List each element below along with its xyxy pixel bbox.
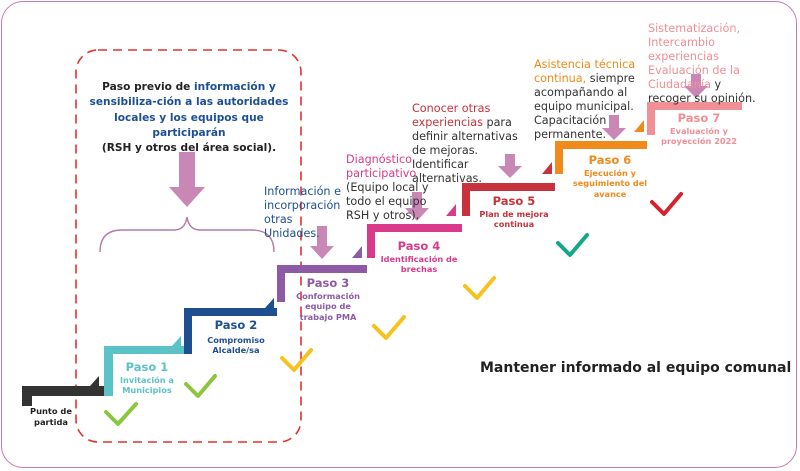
corner-marker-icon [172, 336, 181, 346]
step-2-name: Paso 2 [214, 318, 258, 332]
step-7-desc: Evaluación y proyección 2022 [660, 125, 738, 147]
step-3-arrow-icon [310, 226, 334, 259]
intro-arrow-icon [169, 152, 205, 207]
step-5-note: Conocer otras experiencias para definir … [412, 102, 524, 186]
step-4-note-highlight: Diagnóstico participativo [346, 153, 417, 180]
step-6-note-highlight: Asistencia técnica continua, [534, 58, 636, 85]
step-1-label: Paso 1 Invitación a Municipios [114, 360, 180, 396]
step-1-stair [104, 346, 184, 396]
step-6-arrow-icon [602, 115, 626, 140]
step-4-note-rest: (Equipo local y todo el equipo RSH y otr… [346, 181, 429, 222]
step-5-note-highlight: Conocer otras experiencias [412, 102, 491, 129]
step-5-label: Paso 5 Plan de mejora continua [474, 194, 554, 230]
step-5-desc: Plan de mejora continua [479, 208, 549, 230]
start-label: Punto de partida [29, 406, 72, 427]
step-3-stair [277, 265, 367, 302]
step-2-desc: Compromiso Alcalde/sa [207, 334, 265, 356]
curly-brace [99, 216, 275, 253]
step-3-name: Paso 3 [306, 276, 350, 290]
step-5-name: Paso 5 [492, 194, 536, 208]
preliminary-region [75, 49, 302, 443]
corner-marker-icon [634, 120, 644, 132]
check-icon [280, 348, 313, 372]
step-4-stair [367, 224, 462, 258]
step-5-note-rest: para definir alternativas de mejoras. Id… [412, 116, 518, 185]
corner-marker-icon [352, 246, 362, 258]
check-icon [650, 192, 683, 216]
step-1-desc: Invitación a Municipios [120, 374, 174, 396]
step-6-note: Asistencia técnica continua, siempre aco… [534, 58, 652, 142]
check-icon [184, 374, 217, 398]
step-6-desc: Ejecución y seguimiento del avance [572, 167, 648, 200]
step-4-label: Paso 4 Identificación de brechas [378, 239, 460, 275]
step-7-note-highlight: Sistematización, Intercambio experiencia… [648, 22, 741, 91]
intro-prefix: Paso previo de [102, 81, 195, 93]
step-7-name: Paso 7 [677, 111, 721, 125]
step-4-desc: Identificación de brechas [380, 253, 458, 275]
step-2-stair [184, 308, 277, 354]
check-icon [463, 276, 496, 300]
step-3-label: Paso 3 Conformación equipo de trabajo PM… [290, 276, 366, 323]
step-3-note: Información e incorporación otras Unidad… [264, 185, 341, 240]
step-4-note: Diagnóstico participativo (Equipo local … [346, 153, 442, 223]
step-7-note-rest: y recoger su opinión. [648, 78, 756, 105]
corner-marker-icon [265, 298, 274, 308]
step-6-stair [555, 141, 647, 174]
check-icon [372, 315, 406, 340]
start-step [22, 386, 104, 406]
step-7-label: Paso 7 Evaluación y proyección 2022 [658, 111, 740, 147]
corner-marker-icon [542, 162, 552, 174]
step-7-arrow-icon [684, 74, 708, 98]
intro-suffix: (RSH y otros del área social). [101, 142, 277, 155]
step-6-note-rest: siempre acompañando al equipo municipal.… [534, 72, 635, 141]
step-6-name: Paso 6 [588, 153, 632, 167]
step-6-label: Paso 6 Ejecución y seguimiento del avanc… [562, 153, 658, 200]
intro-highlight: información y sensibiliza-ción a las aut… [89, 81, 289, 140]
footer-text: Mantener informado al equipo comunal [480, 360, 792, 376]
step-5-arrow-icon [498, 154, 522, 178]
step-7-note: Sistematización, Intercambio experiencia… [648, 22, 766, 106]
corner-marker-icon [446, 204, 456, 216]
step-7-stair [647, 102, 742, 135]
step-4-arrow-icon [405, 192, 429, 221]
check-icon [556, 233, 589, 257]
step-3-desc: Conformación equipo de trabajo PMA [296, 290, 360, 323]
step-5-stair [462, 183, 555, 216]
step-2-label: Paso 2 Compromiso Alcalde/sa [200, 318, 272, 356]
step-1-name: Paso 1 [125, 360, 169, 374]
intro-text: Paso previo de información y sensibiliza… [80, 80, 298, 157]
check-icon [104, 402, 138, 426]
corner-marker-icon [90, 376, 99, 386]
step-4-name: Paso 4 [397, 239, 441, 253]
